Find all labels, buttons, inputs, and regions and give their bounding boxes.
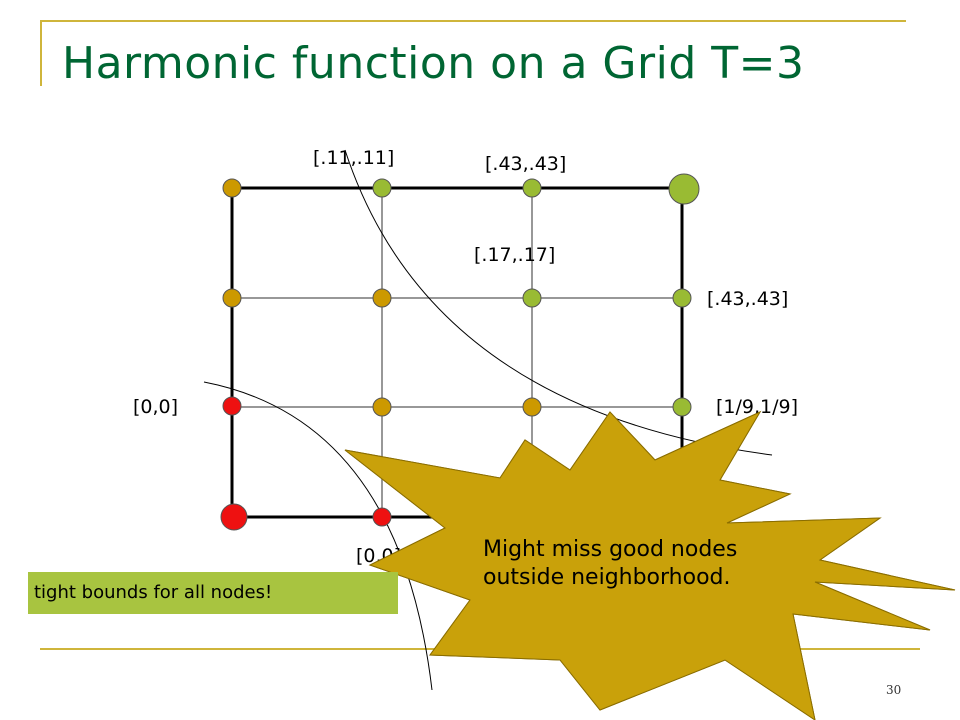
label-right-mid: [1/9,1/9]: [716, 396, 799, 418]
top-accent-line: [40, 20, 906, 22]
callout-line-2: outside neighborhood.: [483, 565, 731, 590]
node-green: [672, 397, 692, 417]
node-gold: [372, 288, 392, 308]
label-left-mid: [0,0]: [133, 396, 179, 418]
node-red: [222, 396, 242, 416]
node-green: [372, 178, 392, 198]
label-top-left-col: [.11,.11]: [313, 147, 395, 169]
node-green: [672, 288, 692, 308]
node-gold: [222, 178, 242, 198]
label-right-upper: [.43,.43]: [707, 288, 789, 310]
node-gold: [522, 397, 542, 417]
callout-line-1: Might miss good nodes: [483, 537, 738, 562]
boundary-curve-lower: [203, 381, 433, 691]
note-box: tight bounds for all nodes!: [28, 572, 398, 614]
left-accent-line: [40, 20, 42, 86]
label-bottom: [0,0]: [356, 545, 402, 567]
note-text: tight bounds for all nodes!: [34, 582, 273, 603]
node-red: [372, 507, 392, 527]
node-green: [522, 288, 542, 308]
callout-text: Might miss good nodes outside neighborho…: [483, 536, 737, 592]
node-green-large: [668, 173, 700, 205]
node-red-large: [220, 503, 248, 531]
slide-title: Harmonic function on a Grid T=3: [62, 38, 805, 89]
label-top-mid-col: [.43,.43]: [485, 153, 567, 175]
node-gold: [372, 397, 392, 417]
page-number: 30: [886, 683, 902, 697]
node-green: [522, 178, 542, 198]
node-gold: [222, 288, 242, 308]
label-center: [.17,.17]: [474, 244, 556, 266]
